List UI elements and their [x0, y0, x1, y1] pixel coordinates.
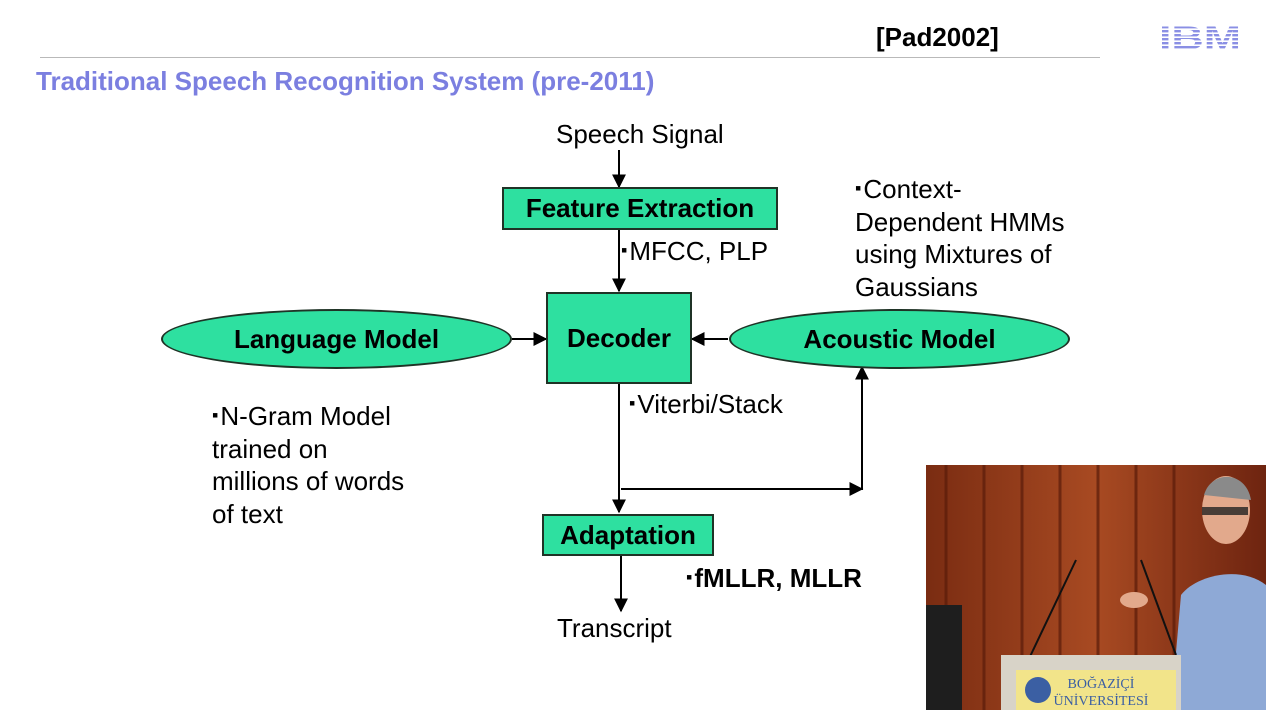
adaptation-note: fMLLR, MLLR: [686, 563, 862, 594]
adaptation-label: Adaptation: [560, 519, 696, 550]
speaker-video-inset: BOĞAZİÇİ ÜNİVERSİTESİ: [926, 465, 1266, 710]
citation: [Pad2002]: [876, 22, 999, 52]
podium-sign-line2: ÜNİVERSİTESİ: [1054, 692, 1149, 709]
slide-title: Traditional Speech Recognition System (p…: [36, 66, 655, 96]
features-note: MFCC, PLP: [621, 234, 768, 267]
language-model-label: Language Model: [233, 323, 440, 354]
search-note: Viterbi/Stack: [629, 387, 782, 420]
acoustic-model-label: Acoustic Model: [803, 323, 996, 354]
podium-sign-line1: BOĞAZİÇİ: [1068, 675, 1135, 692]
language-model-ellipse: Language Model: [161, 309, 512, 369]
header-rule: [40, 57, 1100, 58]
decoder-label: Decoder: [566, 322, 672, 353]
speech-signal-label: Speech Signal: [556, 119, 724, 149]
speaker-video-frame: BOĞAZİÇİ ÜNİVERSİTESİ: [926, 465, 1266, 710]
arrow-adaptation-feedback: [621, 365, 869, 490]
language-model-note: N-Gram Model trained on millions of word…: [212, 399, 404, 530]
feature-extraction-label: Feature Extraction: [525, 193, 755, 223]
decoder-box: Decoder: [546, 292, 692, 384]
ibm-logo: IBM: [1159, 22, 1241, 52]
ibm-logo-text: IBM: [1159, 22, 1241, 52]
transcript-label: Transcript: [557, 613, 672, 643]
acoustic-model-note: Context- Dependent HMMs using Mixtures o…: [855, 172, 1065, 303]
adaptation-box: Adaptation: [542, 514, 714, 556]
feature-extraction-box: Feature Extraction: [502, 187, 778, 230]
acoustic-model-ellipse: Acoustic Model: [729, 309, 1070, 369]
